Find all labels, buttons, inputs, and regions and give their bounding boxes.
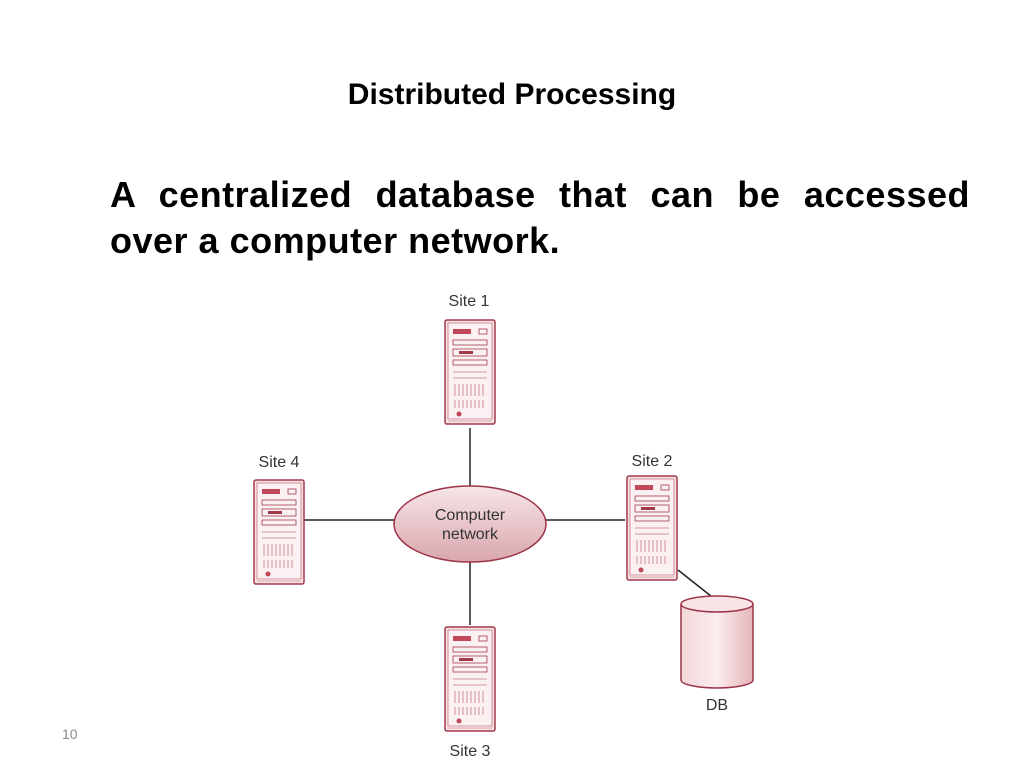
slide-body-text: A centralized database that can be acces… (110, 174, 970, 261)
site-1-label: Site 1 (449, 293, 490, 310)
server-icon (253, 479, 305, 585)
network-label-line2: network (442, 526, 499, 543)
site-2-node: Site 2 (626, 453, 678, 581)
slide-title: Distributed Processing (347, 78, 677, 111)
site-3-label: Site 3 (450, 743, 491, 760)
network-label-line1: Computer (435, 507, 506, 524)
computer-network-node: Computer network (393, 485, 547, 563)
database-node: DB (680, 595, 754, 714)
server-icon (626, 475, 678, 581)
site-4-node: Site 4 (253, 454, 305, 585)
server-icon (444, 626, 496, 732)
database-label: DB (706, 697, 728, 714)
site-2-label: Site 2 (632, 453, 673, 470)
link-db (677, 569, 717, 601)
site-4-label: Site 4 (259, 454, 300, 471)
slide-number: 10 (62, 726, 78, 742)
network-links (304, 428, 717, 625)
site-1-node: Site 1 (444, 293, 496, 425)
database-icon (680, 595, 754, 689)
server-icon (444, 319, 496, 425)
network-cloud-icon (393, 485, 547, 563)
site-3-node: Site 3 (444, 626, 496, 760)
